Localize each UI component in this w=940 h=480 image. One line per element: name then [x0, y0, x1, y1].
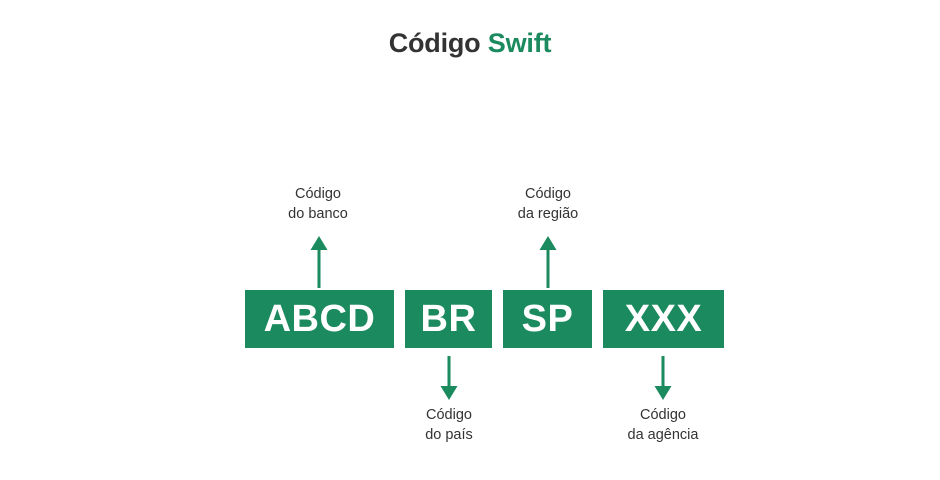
callout-label-region-code-line-1: Código — [525, 186, 571, 202]
callout-label-region-code: Código da região — [478, 184, 618, 224]
code-segment-region-code: SP — [503, 290, 592, 348]
callout-label-region-code-line-2: da região — [517, 206, 579, 222]
arrow-up-icon-bank-code — [308, 236, 330, 288]
arrow-down-icon-country-code — [438, 356, 460, 400]
arrow-down-icon-branch-code — [652, 356, 674, 400]
callout-label-bank-code: Código do banco — [248, 184, 388, 224]
callout-label-branch-code-line-1: Código — [640, 407, 686, 423]
callout-label-bank-code-line-1: Código — [295, 186, 341, 202]
callout-label-branch-code: Código da agência — [593, 405, 733, 445]
page-title: Código Swift — [0, 26, 940, 60]
callout-label-country-code-line-2: do país — [425, 427, 473, 443]
code-segment-country-code: BR — [405, 290, 492, 348]
callout-label-branch-code-line-2: da agência — [627, 427, 699, 443]
callout-label-country-code: Código do país — [379, 405, 519, 445]
page-title-main: Código — [388, 28, 481, 58]
callout-label-country-code-line-1: Código — [426, 407, 472, 423]
code-segment-branch-code: XXX — [603, 290, 724, 348]
callout-label-bank-code-line-2: do banco — [288, 206, 348, 222]
arrow-up-icon-region-code — [537, 236, 559, 288]
page-title-accent: Swift — [487, 28, 552, 58]
code-segment-bank-code: ABCD — [245, 290, 394, 348]
